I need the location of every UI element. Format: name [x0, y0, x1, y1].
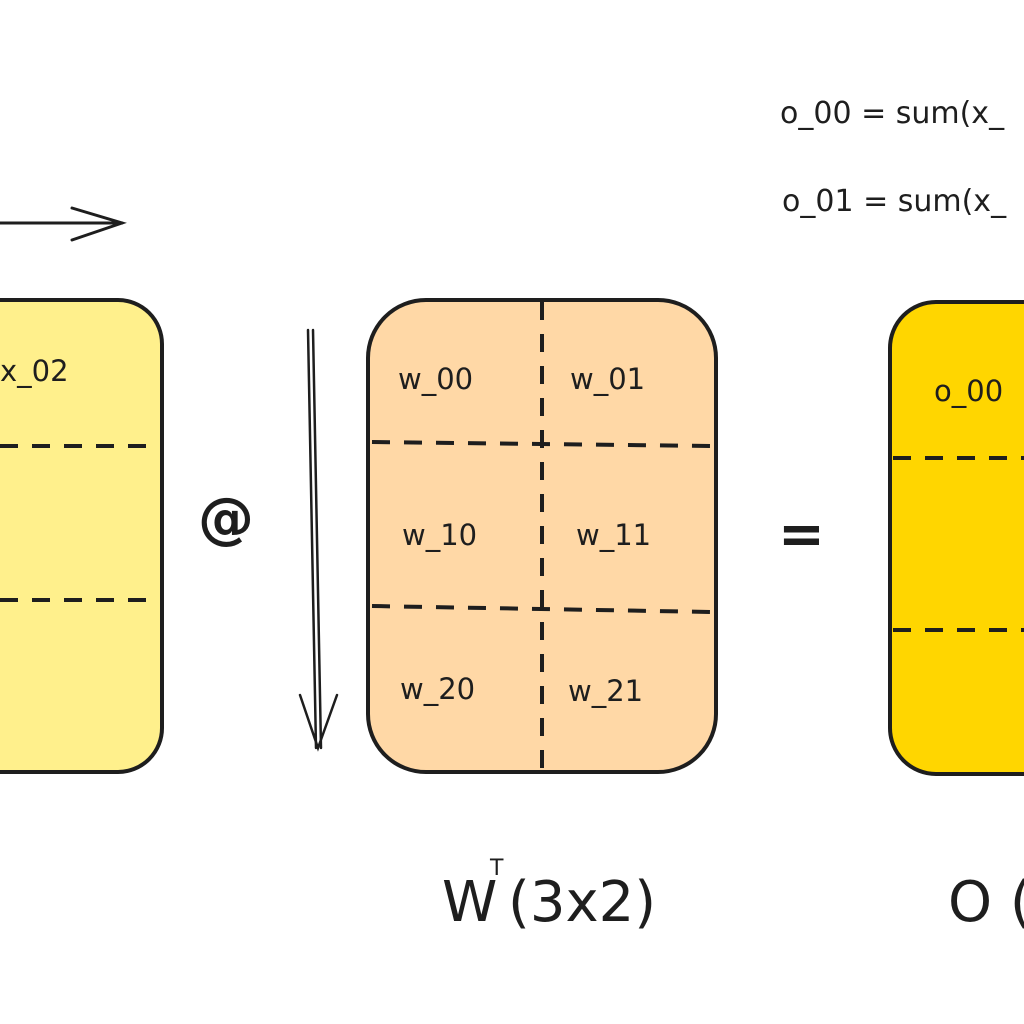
equals-operator: = [778, 502, 825, 567]
w-cell-20: w_20 [400, 672, 476, 706]
w-caption-sup: T [490, 856, 504, 881]
x-cell-02: x_02 [0, 354, 69, 388]
w-matrix [366, 298, 718, 776]
w-caption-dims: (3x2) [508, 870, 657, 935]
matmul-operator: @ [198, 486, 254, 551]
o-caption: O ( [948, 870, 1024, 935]
w-row-divider-2 [371, 604, 713, 614]
w-cell-01: w_01 [570, 362, 646, 396]
w-row-divider-1 [371, 440, 713, 448]
formula-o00: o_00 = sum(x_ [780, 96, 1005, 131]
o-matrix [888, 300, 1024, 776]
o-cell-00: o_00 [934, 374, 1004, 408]
formula-o01: o_01 = sum(x_ [782, 184, 1007, 219]
w-cell-11: w_11 [576, 518, 652, 552]
column-direction-arrow [298, 328, 339, 752]
x-matrix [0, 298, 164, 774]
row-direction-arrow [0, 206, 127, 242]
w-caption-base: W [442, 870, 498, 935]
w-cell-00: w_00 [398, 362, 474, 396]
x-matrix-box [0, 298, 164, 774]
o-matrix-box [888, 300, 1024, 776]
w-cell-10: w_10 [402, 518, 478, 552]
w-cell-21: w_21 [568, 674, 644, 708]
